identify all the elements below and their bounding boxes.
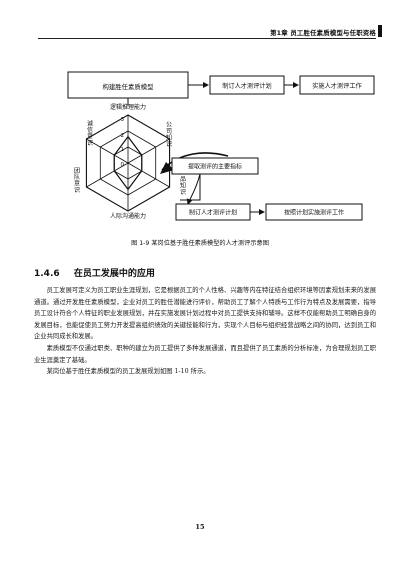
radar-label-communication: 人际沟通能力 [110, 212, 146, 220]
radar-label-logic: 逻辑推理能力 [110, 103, 146, 111]
assessment-figure: 构建胜任素质模型 制订人才测评计划 实施人才测评工作 逻辑推理能力 公司知识 产… [67, 71, 375, 221]
radar-spoke-3 [127, 162, 170, 188]
figure-caption: 图 1-9 某岗位基于胜任素质模型的人才测评示意图 [131, 240, 269, 247]
paragraph-1: 员工发展可定义为员工职业生涯规划，它是根据员工的个人性格、兴趣等内在特征结合组织… [34, 287, 376, 341]
flow-box-1-label: 构建胜任素质模型 [102, 82, 154, 91]
radar-spoke-6 [86, 138, 129, 164]
flow-box-3-label: 实施人才测评工作 [312, 82, 362, 90]
sub-flow-arrow-1 [186, 173, 201, 205]
body-text: 员工发展可定义为员工职业生涯规划，它是根据员工的个人性格、兴趣等内在特征结合组织… [34, 285, 376, 378]
radar-spoke-2 [127, 138, 170, 164]
sub-flow-box-1 [171, 157, 259, 175]
header-rule [38, 38, 376, 40]
sub-flow-box-3 [265, 203, 363, 221]
sub-flow-connector-1 [180, 174, 201, 201]
radar-scale-labels: 3 2 1 0 [120, 117, 124, 168]
radar-axis-labels: 逻辑推理能力 公司知识 产品知识 人际沟通能力 团队意识 诚信意识 [73, 103, 186, 220]
top-flow: 构建胜任素质模型 制订人才测评计划 实施人才测评工作 [67, 71, 375, 106]
radar-scale-3: 3 [120, 117, 124, 123]
radar-scale-2: 2 [120, 133, 124, 139]
sub-flow-box-1-label: 提取测评的主要指标 [188, 163, 242, 171]
radar-scale-1: 1 [120, 147, 124, 153]
radar-scale-0: 0 [120, 162, 124, 168]
sub-flow: 提取测评的主要指标 制订人才测评计划 按照计划实施测评工作 [171, 157, 363, 221]
header-marker-bar [378, 25, 382, 37]
radar-chart: 逻辑推理能力 公司知识 产品知识 人际沟通能力 团队意识 诚信意识 3 2 1 … [73, 103, 186, 220]
radar-label-team: 团队意识 [73, 167, 80, 194]
paragraph-2: 素质模型不仅通过职类、职种的建立为员工提供了多种发展通道，而且提供了员工素质的分… [34, 344, 376, 364]
radar-spoke-5 [86, 162, 129, 188]
sub-flow-box-3-label: 按照计划实施测评工作 [284, 209, 344, 217]
radar-grid [85, 114, 171, 212]
radar-profile-shape [113, 135, 143, 191]
flow-box-2-label: 制订人才测评计划 [222, 82, 272, 90]
section-heading: 1.4.6 在员工发展中的应用 [34, 266, 155, 279]
radar-label-product: 产品知识 [179, 168, 186, 196]
radar-label-company: 公司知识 [165, 121, 172, 148]
sub-flow-box-2-label: 制订人才测评计划 [189, 209, 237, 217]
paragraph-3: 某岗位基于胜任素质模型的员工发展规划如图 1-10 所示。 [46, 368, 210, 376]
flow-box-3 [299, 75, 375, 95]
radar-label-integrity: 诚信意识 [86, 119, 93, 147]
running-header: 第1章 员工胜任素质模型与任职资格 [270, 29, 376, 37]
section-number: 1.4.6 [34, 269, 60, 279]
section-title-text: 在员工发展中的应用 [73, 269, 155, 279]
curved-arrow-tail [160, 162, 174, 174]
page-number: 15 [195, 523, 205, 531]
